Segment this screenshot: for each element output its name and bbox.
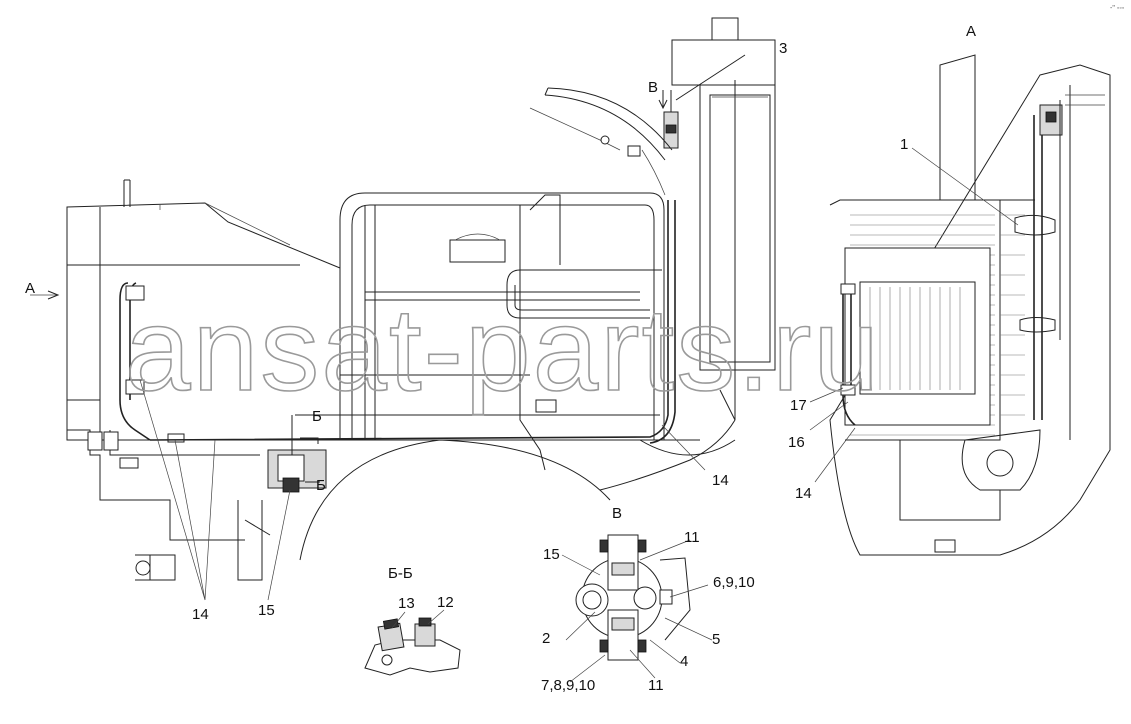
callout-5: 5 — [712, 631, 720, 648]
section-bb-detail — [364, 609, 461, 676]
callout-11-bottom: 11 — [648, 677, 664, 694]
corner-mark: -" ◦◦◦ — [1110, 5, 1124, 12]
view-a-detail — [809, 54, 1111, 556]
callout-17: 17 — [790, 397, 807, 414]
callout-1: 1 — [900, 136, 908, 153]
callout-16: 16 — [788, 434, 805, 451]
callout-15-main: 15 — [258, 602, 275, 619]
callout-3: 3 — [779, 40, 787, 57]
section-b-top-label: Б — [312, 408, 322, 425]
view-v-detail-label: В — [612, 505, 622, 522]
section-b-bottom-label: Б — [316, 477, 326, 494]
callout-14-detail: 14 — [795, 485, 812, 502]
callout-numbers: 3 1 14 14 14 15 17 16 13 12 15 11 6,9,10… — [192, 40, 908, 694]
callout-14-main-bottom: 14 — [192, 606, 209, 623]
view-v-arrow-label: В — [648, 79, 658, 96]
view-a-main-label: А — [25, 280, 35, 297]
section-bb-title: Б-Б — [388, 565, 413, 582]
view-labels: А А В В Б Б Б-Б — [25, 23, 976, 582]
callout-2: 2 — [542, 630, 550, 647]
callout-7-8-9-10: 7,8,9,10 — [541, 677, 595, 694]
callout-13: 13 — [398, 595, 415, 612]
callout-14-main-right: 14 — [712, 472, 729, 489]
callout-12: 12 — [437, 594, 454, 611]
callout-6-9-10: 6,9,10 — [713, 574, 755, 591]
watermark-text: ansat-parts.ru — [125, 284, 881, 416]
callout-15-v: 15 — [543, 546, 560, 563]
view-a-detail-label: А — [966, 23, 976, 40]
main-side-view — [30, 17, 776, 601]
callout-4: 4 — [680, 653, 688, 670]
view-v-detail — [561, 534, 713, 683]
callout-11-top: 11 — [684, 529, 700, 546]
